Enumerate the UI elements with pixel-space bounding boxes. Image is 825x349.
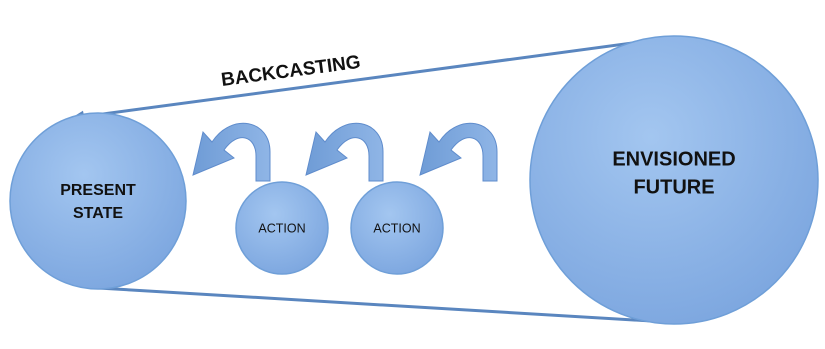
curved-arrow-1 xyxy=(192,122,271,182)
present-state-node: PRESENT STATE xyxy=(9,112,187,290)
envisioned-future-label-line1: ENVISIONED xyxy=(612,148,735,170)
bottom-connector-line xyxy=(97,286,669,324)
present-state-label-line2: STATE xyxy=(73,205,123,222)
action-label-2: ACTION xyxy=(373,221,420,235)
curved-arrow-2 xyxy=(305,122,384,182)
action-node-1: ACTION xyxy=(235,181,329,275)
backcasting-label: BACKCASTING xyxy=(220,52,362,91)
action-label-1: ACTION xyxy=(258,221,305,235)
envisioned-future-node: ENVISIONED FUTURE xyxy=(529,35,819,325)
present-state-label-line1: PRESENT xyxy=(60,182,136,199)
curved-arrow-3 xyxy=(419,122,498,182)
backcasting-arrow xyxy=(71,38,656,123)
envisioned-future-label-line2: FUTURE xyxy=(633,176,714,198)
action-node-2: ACTION xyxy=(350,181,444,275)
